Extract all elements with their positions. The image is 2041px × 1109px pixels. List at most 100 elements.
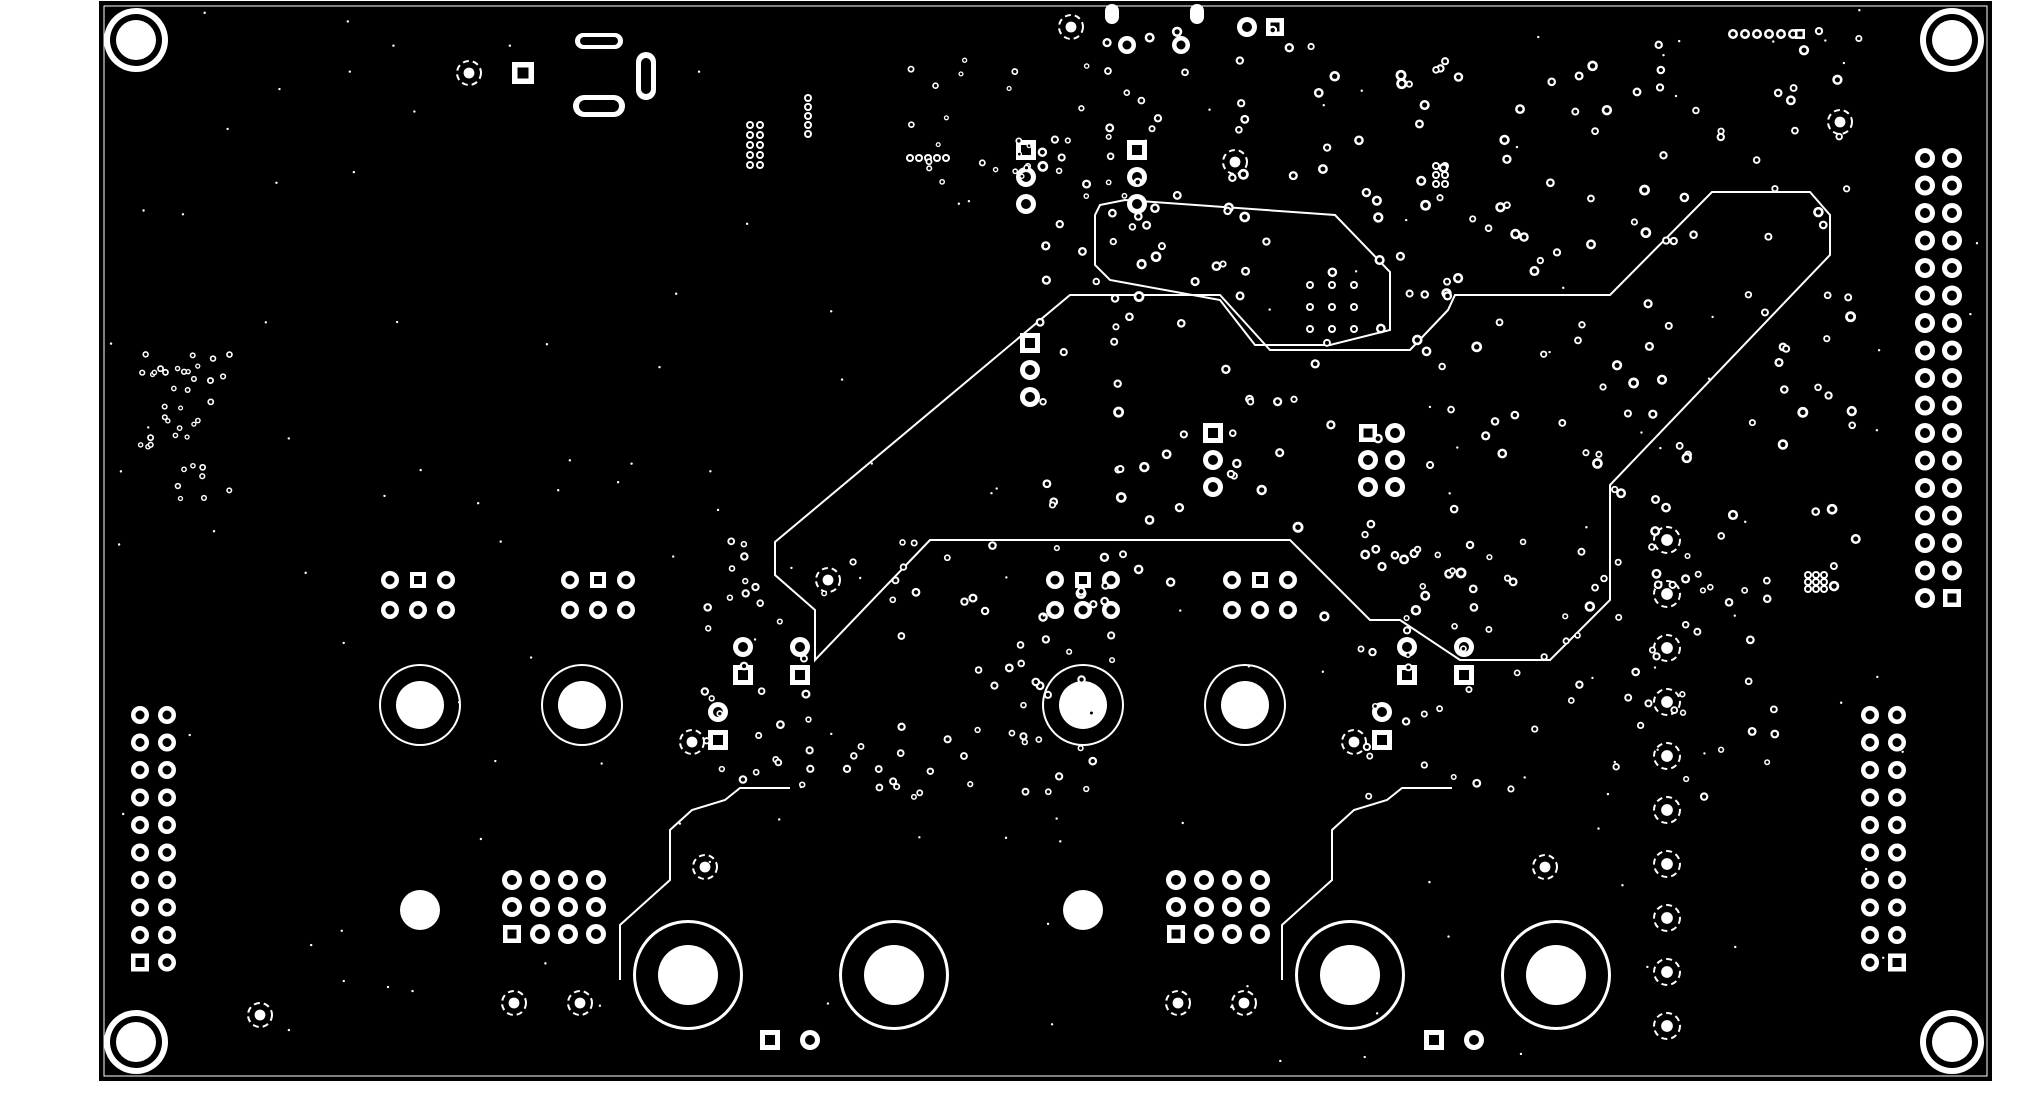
field-via-left-hole (968, 782, 972, 786)
thermal-pad-misc-pad (1065, 21, 1077, 33)
field-via-hole (1440, 364, 1445, 369)
field-via-hole (1746, 292, 1751, 297)
header-right-lower-pin-hole (1892, 793, 1902, 802)
field-via-hole (1418, 178, 1424, 184)
header-right-tall-pin-hole (1947, 180, 1957, 191)
field-via-left-hole (743, 579, 747, 583)
stitch-dot (386, 985, 390, 989)
thermal-column-pad-pad (1661, 750, 1673, 762)
field-via-hole (1139, 98, 1144, 103)
header-right-lower-pin-hole (1892, 930, 1902, 940)
stitch-dot (413, 110, 416, 113)
header-right-lower-pin-hole (1892, 875, 1902, 885)
via-hole (935, 156, 939, 160)
field-via-right-hole (1681, 711, 1685, 715)
edge-via-hole (192, 377, 196, 381)
ic-area-via-hole (936, 143, 940, 146)
thermal-pad-misc-pad (254, 1009, 266, 1021)
field-via-hole (1362, 552, 1368, 558)
stitch-dot (287, 1028, 291, 1032)
field-via-hole (1762, 310, 1767, 315)
header-right-lower-pin-hole (1892, 903, 1902, 912)
connector-grid-1-pin-hole (507, 929, 517, 939)
via-hole (806, 114, 810, 118)
field-via-hole (1368, 521, 1374, 527)
pad-cluster-2-pin-hole (565, 605, 575, 615)
field-via-hole (1050, 503, 1055, 507)
field-via-left-hole (992, 683, 997, 688)
stitch-dot (226, 127, 229, 131)
field-via-left-hole (1023, 789, 1028, 794)
field-via-right-hole (1422, 712, 1427, 716)
header-right-lower-pin-hole (1892, 738, 1902, 747)
field-via-right-hole (1487, 555, 1491, 559)
field-via-hole (1656, 42, 1661, 47)
stitch-dot (753, 638, 757, 641)
header-right-lower-pin-hole (1892, 958, 1902, 967)
field-via-hole (1136, 566, 1142, 572)
via-hole (1308, 305, 1312, 309)
field-via-hole (1784, 346, 1789, 351)
ic-area-via-hole (1057, 169, 1061, 173)
field-via-right-hole (1421, 584, 1425, 588)
field-via-hole (1663, 505, 1669, 511)
header-right-tall-pin-hole (1947, 400, 1957, 411)
stitch-dot (1181, 821, 1184, 825)
field-via-hole (1114, 325, 1118, 329)
field-via-right-hole (1708, 585, 1712, 589)
stitch-dot (990, 491, 993, 495)
field-via-left-hole (990, 543, 995, 548)
field-via-hole (1831, 564, 1836, 569)
field-via-hole (1057, 222, 1062, 227)
stitch-dot (1448, 492, 1451, 495)
stitch-dot (1824, 39, 1827, 42)
field-via-hole (1104, 40, 1110, 45)
device-2-pin-2-hole (1208, 455, 1218, 465)
stitch-dot (1005, 576, 1008, 579)
field-via-left-hole (1110, 658, 1114, 662)
stitch-dot (1363, 1055, 1366, 1059)
top-edge-pad-hole (1122, 40, 1132, 50)
top-right-header-pin-hole (1730, 31, 1736, 37)
field-via-hole (1684, 455, 1690, 461)
via-hole (1330, 305, 1334, 309)
field-via-left-hole (728, 596, 732, 600)
pad-pair-1-round-hole (805, 1035, 815, 1045)
stitch-dot (117, 543, 121, 546)
field-via-hole (1174, 29, 1180, 35)
edge-via-hole (179, 497, 182, 500)
field-via-hole (1754, 158, 1759, 162)
ic-area-via-hole (1107, 180, 1111, 184)
via-hole (1434, 182, 1438, 186)
field-via-right-hole (1685, 554, 1690, 558)
field-via-hole (1846, 295, 1851, 300)
stitch-dot (1646, 965, 1649, 969)
pad-cluster-1-pin-hole (385, 575, 395, 585)
top-right-header-pin-hole (1790, 31, 1796, 37)
ic-area-via-hole (1079, 106, 1083, 110)
field-via-hole (1576, 338, 1580, 343)
ic-area-via-hole (1017, 139, 1021, 143)
field-via-hole (1791, 86, 1796, 90)
block-center-pin-hole (1363, 428, 1373, 438)
thermal-column-pad (1653, 580, 1681, 608)
field-via-right-hole (1626, 695, 1631, 700)
field-via-hole (1451, 506, 1457, 512)
stitch-dot (1707, 377, 1711, 380)
stitch-dot (1640, 431, 1643, 434)
field-via-hole (1225, 208, 1230, 214)
edge-via-hole (196, 364, 200, 368)
field-via-hole (1455, 275, 1461, 281)
field-via-right-hole (1646, 701, 1651, 706)
header-right-lower-pin-hole (1865, 820, 1875, 830)
via-hole (1434, 164, 1438, 168)
thermal-pad-misc-pad (1834, 116, 1846, 128)
stitch-dot (342, 979, 345, 983)
field-via-left-hole (844, 766, 850, 771)
field-via-hole (1857, 36, 1861, 41)
ic-area-via-hole (927, 166, 931, 170)
field-via-right-hole (1509, 787, 1513, 791)
edge-via-hole (179, 406, 182, 410)
field-via-hole (1853, 536, 1859, 542)
field-via-left-hole (730, 566, 734, 571)
